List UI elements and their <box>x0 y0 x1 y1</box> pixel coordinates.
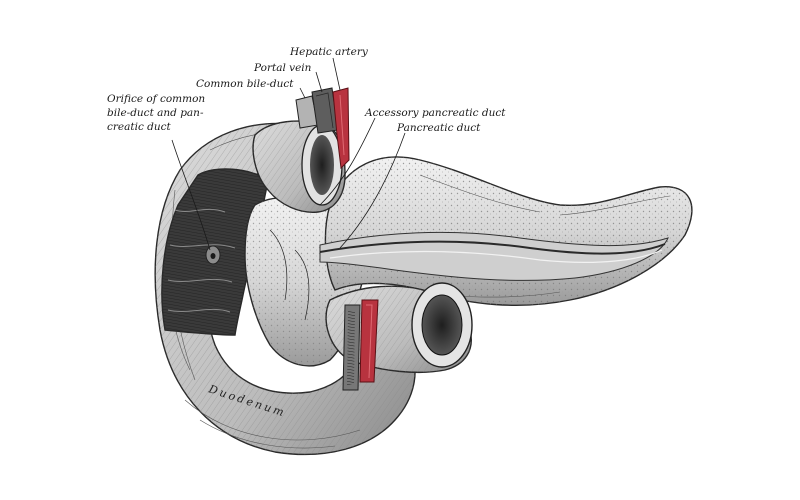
pancreas-body-tail <box>319 156 693 306</box>
label-portal-vein: Portal vein <box>253 62 312 74</box>
duodenum-opened-wall <box>161 168 269 336</box>
label-orifice-line3: creatic duct <box>107 121 172 133</box>
superior-mesenteric-vessels <box>342 299 379 391</box>
label-pancreatic-duct: Pancreatic duct <box>396 122 481 134</box>
hepatic-artery <box>332 87 350 170</box>
pancreatic-duct-channel <box>319 240 666 255</box>
label-orifice-line1: Orifice of common <box>107 93 205 105</box>
leader-lines <box>171 57 406 251</box>
label-accessory-pancreatic-duct: Accessory pancreatic duct <box>364 107 506 119</box>
label-hepatic-artery: Hepatic artery <box>289 46 369 58</box>
portal-structures <box>295 87 350 170</box>
label-common-bile-duct: Common bile-duct <box>196 78 294 90</box>
label-orifice-line2: bile-duct and pan- <box>107 107 204 119</box>
duodenum-first-part <box>252 120 346 213</box>
